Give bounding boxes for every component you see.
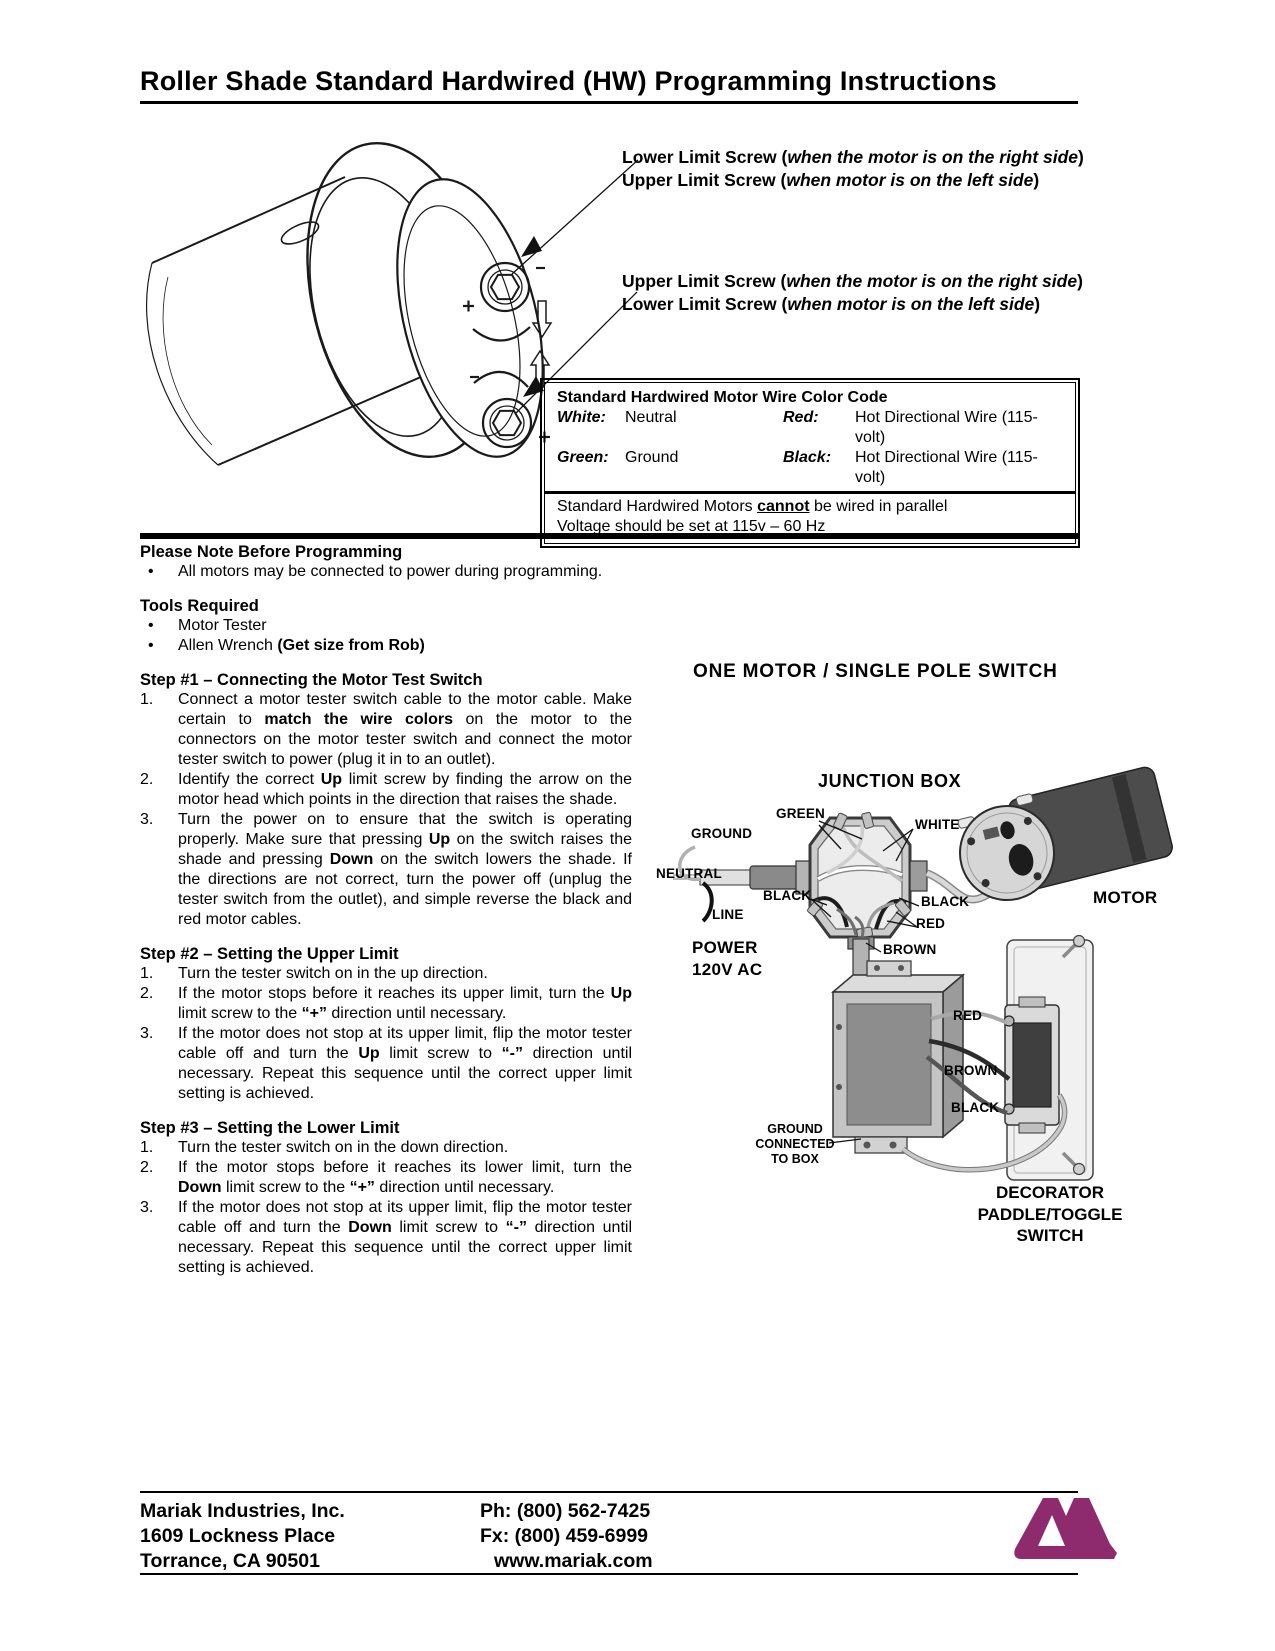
wiring-diagram-illustration <box>673 766 1173 1181</box>
wire-color-name: Red: <box>783 409 819 426</box>
color-code-note: Voltage should be set at 115v – 60 Hz <box>557 518 826 535</box>
wire-label-neutral: NEUTRAL <box>656 866 722 881</box>
wire-label-white: WHITE <box>915 817 960 832</box>
ground-connected-label: GROUND CONNECTED TO BOX <box>755 1122 835 1166</box>
list-item: All motors may be connected to power dur… <box>140 562 632 582</box>
wire-color-row: Green: Ground Black: Hot Directional Wir… <box>557 448 1065 488</box>
section-divider-bar <box>140 533 1078 539</box>
footer-address2: Torrance, CA 90501 <box>140 1550 320 1572</box>
wire-label-black-switch: BLACK <box>951 1100 1000 1115</box>
section-heading-step2: Step #2 – Setting the Upper Limit <box>140 945 399 963</box>
wire-label-black-left: BLACK <box>763 888 812 903</box>
wire-color-name: White: <box>557 409 606 426</box>
page-title: Roller Shade Standard Hardwired (HW) Pro… <box>140 66 997 96</box>
limit-screw-callout-bottom: Upper Limit Screw (when the motor is on … <box>622 270 1092 316</box>
wire-label-red-right: RED <box>916 916 946 931</box>
callout-line: Upper Limit Screw (when motor is on the … <box>622 170 1040 190</box>
title-rule <box>140 101 1078 104</box>
wire-label-ground: GROUND <box>691 826 753 841</box>
step3-list: Turn the tester switch on in the down di… <box>140 1138 632 1278</box>
wire-label-red-switch: RED <box>953 1008 983 1023</box>
wire-color-meaning: Ground <box>625 449 679 466</box>
motor-graphic <box>957 766 1173 901</box>
step2-list: Turn the tester switch on in the up dire… <box>140 964 632 1104</box>
power-label: POWER 120V AC <box>692 937 762 981</box>
section-heading-step3: Step #3 – Setting the Lower Limit <box>140 1119 400 1137</box>
callout-leader-lines <box>511 159 639 414</box>
list-item: If the motor does not stop at its upper … <box>140 1198 633 1276</box>
wire-label-black-right: BLACK <box>921 894 970 909</box>
footer-fax: Fx: (800) 459-6999 <box>480 1525 649 1547</box>
section-heading-tools: Tools Required <box>140 597 259 615</box>
motor-head-illustration <box>146 142 639 466</box>
switch-caption: DECORATOR PADDLE/TOGGLE SWITCH <box>977 1183 1123 1245</box>
callout-line: Upper Limit Screw (when the motor is on … <box>622 271 1083 291</box>
wire-label-line: LINE <box>712 907 744 922</box>
wire-color-name: Green: <box>557 449 609 466</box>
instructions-column: Please Note Before Programming All motor… <box>140 542 632 1278</box>
motor-label: MOTOR <box>1093 888 1158 907</box>
section-heading-note: Please Note Before Programming <box>140 543 403 561</box>
list-item: Allen Wrench (Get size from Rob) <box>140 636 632 656</box>
section-heading-step1: Step #1 – Connecting the Motor Test Swit… <box>140 671 483 689</box>
wire-color-meaning: Hot Directional Wire (115-volt) <box>855 449 1038 486</box>
footer-company-block: Mariak Industries, Inc. 1609 Lockness Pl… <box>140 1499 345 1574</box>
list-item: Connect a motor tester switch cable to t… <box>140 690 632 768</box>
list-item: Turn the tester switch on in the down di… <box>140 1138 509 1158</box>
footer-phone: Ph: (800) 562-7425 <box>480 1500 651 1522</box>
limit-screw-callout-top: Lower Limit Screw (when the motor is on … <box>622 146 1092 192</box>
color-code-separator <box>545 491 1075 494</box>
list-item: If the motor does not stop at its upper … <box>140 1024 633 1102</box>
callout-line: Lower Limit Screw (when the motor is on … <box>622 147 1084 167</box>
footer-website: www.mariak.com <box>494 1550 653 1572</box>
wire-label-brown-top: BROWN <box>883 942 937 957</box>
footer-rule-top <box>140 1491 1078 1493</box>
diagram-title: ONE MOTOR / SINGLE POLE SWITCH <box>693 661 1058 682</box>
list-item: Motor Tester <box>140 616 632 636</box>
wire-label-brown-switch: BROWN <box>944 1063 998 1078</box>
power-label-line: POWER <box>692 938 758 957</box>
color-code-note: Standard Hardwired Motors cannot be wire… <box>557 498 948 515</box>
list-item: If the motor stops before it reaches its… <box>140 1158 632 1196</box>
footer-address1: 1609 Lockness Place <box>140 1525 336 1547</box>
list-item: Turn the tester switch on in the up dire… <box>140 964 488 984</box>
wire-color-code-title: Standard Hardwired Motor Wire Color Code <box>557 389 888 406</box>
power-label-line: 120V AC <box>692 960 763 979</box>
tools-list: Motor Tester Allen Wrench (Get size from… <box>140 616 632 656</box>
footer-contact-block: Ph: (800) 562-7425 Fx: (800) 459-6999 ww… <box>480 1499 653 1574</box>
wire-color-meaning: Hot Directional Wire (115-volt) <box>855 409 1038 446</box>
diagram-leader-lines <box>810 820 920 1144</box>
callout-line: Lower Limit Screw (when motor is on the … <box>622 294 1041 314</box>
step1-list: Connect a motor tester switch cable to t… <box>140 690 632 930</box>
wire-color-row: White: Neutral Red: Hot Directional Wire… <box>557 408 1065 448</box>
note-list: All motors may be connected to power dur… <box>140 562 632 582</box>
wire-color-code-box: Standard Hardwired Motor Wire Color Code… <box>540 378 1080 548</box>
wire-label-green: GREEN <box>776 806 826 821</box>
mariak-logo <box>1014 1498 1117 1559</box>
wire-color-meaning: Neutral <box>625 409 677 426</box>
list-item: If the motor stops before it reaches its… <box>140 984 632 1022</box>
footer-rule-bottom <box>140 1573 1078 1575</box>
list-item: Turn the power on to ensure that the swi… <box>140 810 633 928</box>
wire-color-name: Black: <box>783 449 832 466</box>
list-item: Identify the correct Up limit screw by f… <box>140 770 633 808</box>
junction-box-label: JUNCTION BOX <box>818 771 962 791</box>
footer-company: Mariak Industries, Inc. <box>140 1500 345 1522</box>
